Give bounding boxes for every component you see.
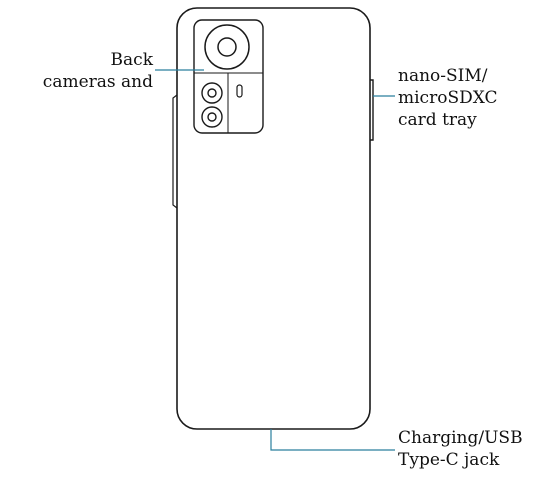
label-sim-tray-line1: nano-SIM/ xyxy=(398,66,488,86)
secondary-lens-2-outer xyxy=(201,106,223,128)
label-back-cameras: Back cameras and xyxy=(20,49,153,93)
secondary-lens-1-inner xyxy=(207,88,217,98)
flash xyxy=(236,84,243,98)
phone-body xyxy=(176,7,371,430)
label-usb-line1: Charging/USB xyxy=(398,428,523,448)
secondary-lens-1-outer xyxy=(201,82,223,104)
secondary-lens-2-inner xyxy=(207,112,217,122)
side-button-left xyxy=(172,94,178,209)
leader-usb xyxy=(270,429,395,451)
main-camera-lens-inner xyxy=(217,37,237,57)
label-back-cameras-line1: Back xyxy=(110,50,153,70)
label-sim-tray-line3: card tray xyxy=(398,110,477,130)
label-back-cameras-line2: cameras and xyxy=(42,72,153,92)
sim-tray-edge xyxy=(370,79,374,141)
label-sim-tray: nano-SIM/ microSDXC card tray xyxy=(398,65,498,131)
main-camera-lens-outer xyxy=(204,24,250,70)
label-sim-tray-line2: microSDXC xyxy=(398,88,498,108)
label-usb: Charging/USB Type-C jack xyxy=(398,427,523,471)
label-usb-line2: Type-C jack xyxy=(398,450,500,470)
